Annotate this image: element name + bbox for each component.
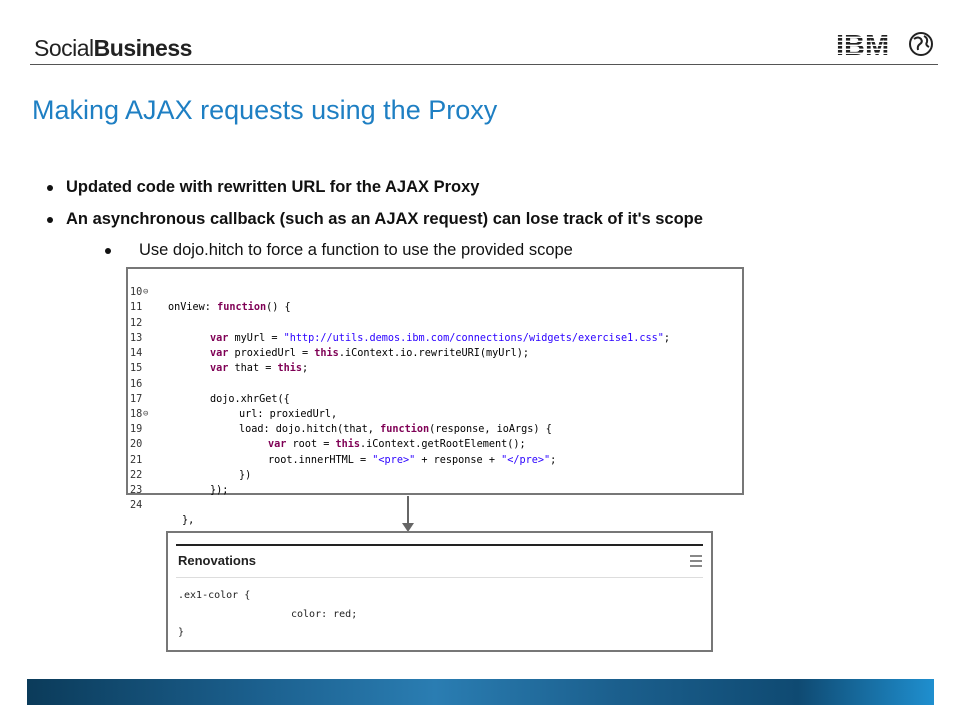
bullet-text: Use dojo.hitch to force a function to us… [139, 241, 573, 259]
code-keyword: var [210, 348, 229, 360]
code-line: 24 }, [128, 483, 742, 526]
line-number: 14 [130, 348, 143, 360]
code-token: onView: [168, 302, 218, 314]
code-string: "<pre>" [372, 454, 416, 466]
code-line: 18⊖ load: dojo.hitch(that, function(resp… [128, 392, 742, 435]
social-business-brand: SocialBusiness [34, 35, 192, 62]
code-token: root.innerHTML = [268, 454, 373, 466]
code-token: }, [182, 515, 195, 527]
code-line: 20 root.innerHTML = "<pre>" + response +… [128, 422, 742, 465]
code-string: "</pre>" [501, 454, 551, 466]
code-token: url: proxiedUrl, [239, 408, 338, 420]
line-number: 16 [130, 378, 143, 390]
code-keyword: var [210, 332, 229, 344]
header-divider [30, 64, 938, 65]
code-token: }); [210, 484, 229, 496]
code-line: 15 [128, 346, 742, 374]
code-keyword: this [314, 348, 339, 360]
widget-result-panel: Renovations .ex1-color { color: red; } [166, 531, 713, 652]
brand-bold-text: Business [93, 35, 193, 61]
ibm-logo-text: IBM [836, 30, 889, 58]
code-token: .iContext.io.rewriteURI(myUrl); [338, 348, 529, 360]
code-token: + response + [415, 454, 502, 466]
code-token: root = [286, 439, 336, 451]
code-token: ; [302, 363, 309, 375]
code-line: 16 dojo.xhrGet({ [128, 361, 742, 405]
code-line: 23 [128, 468, 742, 496]
bullet-dot-icon [47, 217, 53, 223]
line-number: 12 [130, 317, 143, 329]
sub-bullet-item: Use dojo.hitch to force a function to us… [105, 241, 573, 260]
code-line: 13 var proxiedUrl = this.iContext.io.rew… [128, 316, 742, 359]
code-line: 12 var myUrl = "http://utils.demos.ibm.c… [128, 301, 742, 344]
fold-collapse-icon[interactable]: ⊖ [143, 287, 149, 298]
code-line: 17 url: proxiedUrl, [128, 377, 742, 420]
code-keyword: function [217, 302, 267, 314]
line-number: 11 [130, 302, 143, 314]
line-number: 20 [130, 439, 143, 451]
code-token: myUrl = [228, 332, 284, 344]
line-number: 17 [130, 393, 143, 405]
line-number: 18 [130, 408, 143, 420]
code-token: ; [663, 332, 671, 344]
flow-arrow-line [407, 496, 409, 526]
code-token: (response, ioArgs) { [429, 424, 552, 436]
line-number: 10 [130, 287, 143, 299]
bullet-dot-icon [47, 185, 53, 191]
arrow-down-icon [402, 523, 414, 532]
footer-band [27, 679, 934, 705]
widget-top-bar [176, 544, 703, 546]
menu-icon[interactable] [690, 555, 702, 567]
line-number: 22 [130, 469, 143, 481]
line-number: 23 [130, 484, 143, 496]
code-token: }) [239, 469, 252, 481]
bullet-item: Updated code with rewritten URL for the … [47, 178, 480, 197]
line-number: 15 [130, 363, 143, 375]
code-token: dojo.xhrGet({ [210, 393, 290, 405]
code-token: ; [550, 454, 557, 466]
line-number: 19 [130, 424, 143, 436]
bullet-dot-icon [105, 248, 111, 254]
code-line: 22 }); [128, 453, 742, 496]
ibm-logo: IBM [836, 30, 889, 58]
bullet-text: An asynchronous callback (such as an AJA… [66, 210, 703, 228]
code-token: that = [228, 363, 278, 375]
page-title: Making AJAX requests using the Proxy [32, 95, 498, 125]
code-screenshot-panel: 10⊖ onView: function() { 11 12 var myUrl… [126, 267, 744, 526]
fold-collapse-icon[interactable]: ⊖ [143, 408, 149, 419]
code-keyword: var [268, 439, 287, 451]
code-line: 14 var that = this; [128, 331, 742, 374]
line-number: 24 [130, 500, 143, 512]
css-selector-line: .ex1-color { [178, 590, 251, 601]
code-keyword: var [210, 363, 229, 375]
globe-icon [909, 32, 933, 56]
code-line: 21 }) [128, 437, 742, 481]
code-token: () { [266, 302, 291, 314]
widget-title: Renovations [178, 553, 257, 568]
bullet-item: An asynchronous callback (such as an AJA… [47, 210, 703, 229]
code-token: proxiedUrl = [228, 348, 315, 360]
code-token: load: dojo.hitch(that, [239, 424, 381, 436]
widget-divider [176, 577, 703, 578]
code-token: .iContext.getRootElement(); [360, 439, 526, 451]
code-keyword: this [335, 439, 361, 451]
code-keyword: this [277, 363, 303, 375]
css-close-line: } [178, 627, 185, 638]
code-keyword: function [380, 424, 430, 436]
code-string: "http://utils.demos.ibm.com/connections/… [283, 332, 664, 344]
css-property-line: color: red; [291, 609, 358, 620]
line-number: 13 [130, 332, 143, 344]
brand-light-text: Social [34, 35, 94, 61]
code-line: 10⊖ onView: function() { [128, 270, 742, 313]
code-line: 11 [128, 285, 742, 313]
code-line: 19 var root = this.iContext.getRootEleme… [128, 407, 742, 450]
line-number: 21 [130, 454, 143, 466]
bullet-text: Updated code with rewritten URL for the … [66, 178, 480, 196]
